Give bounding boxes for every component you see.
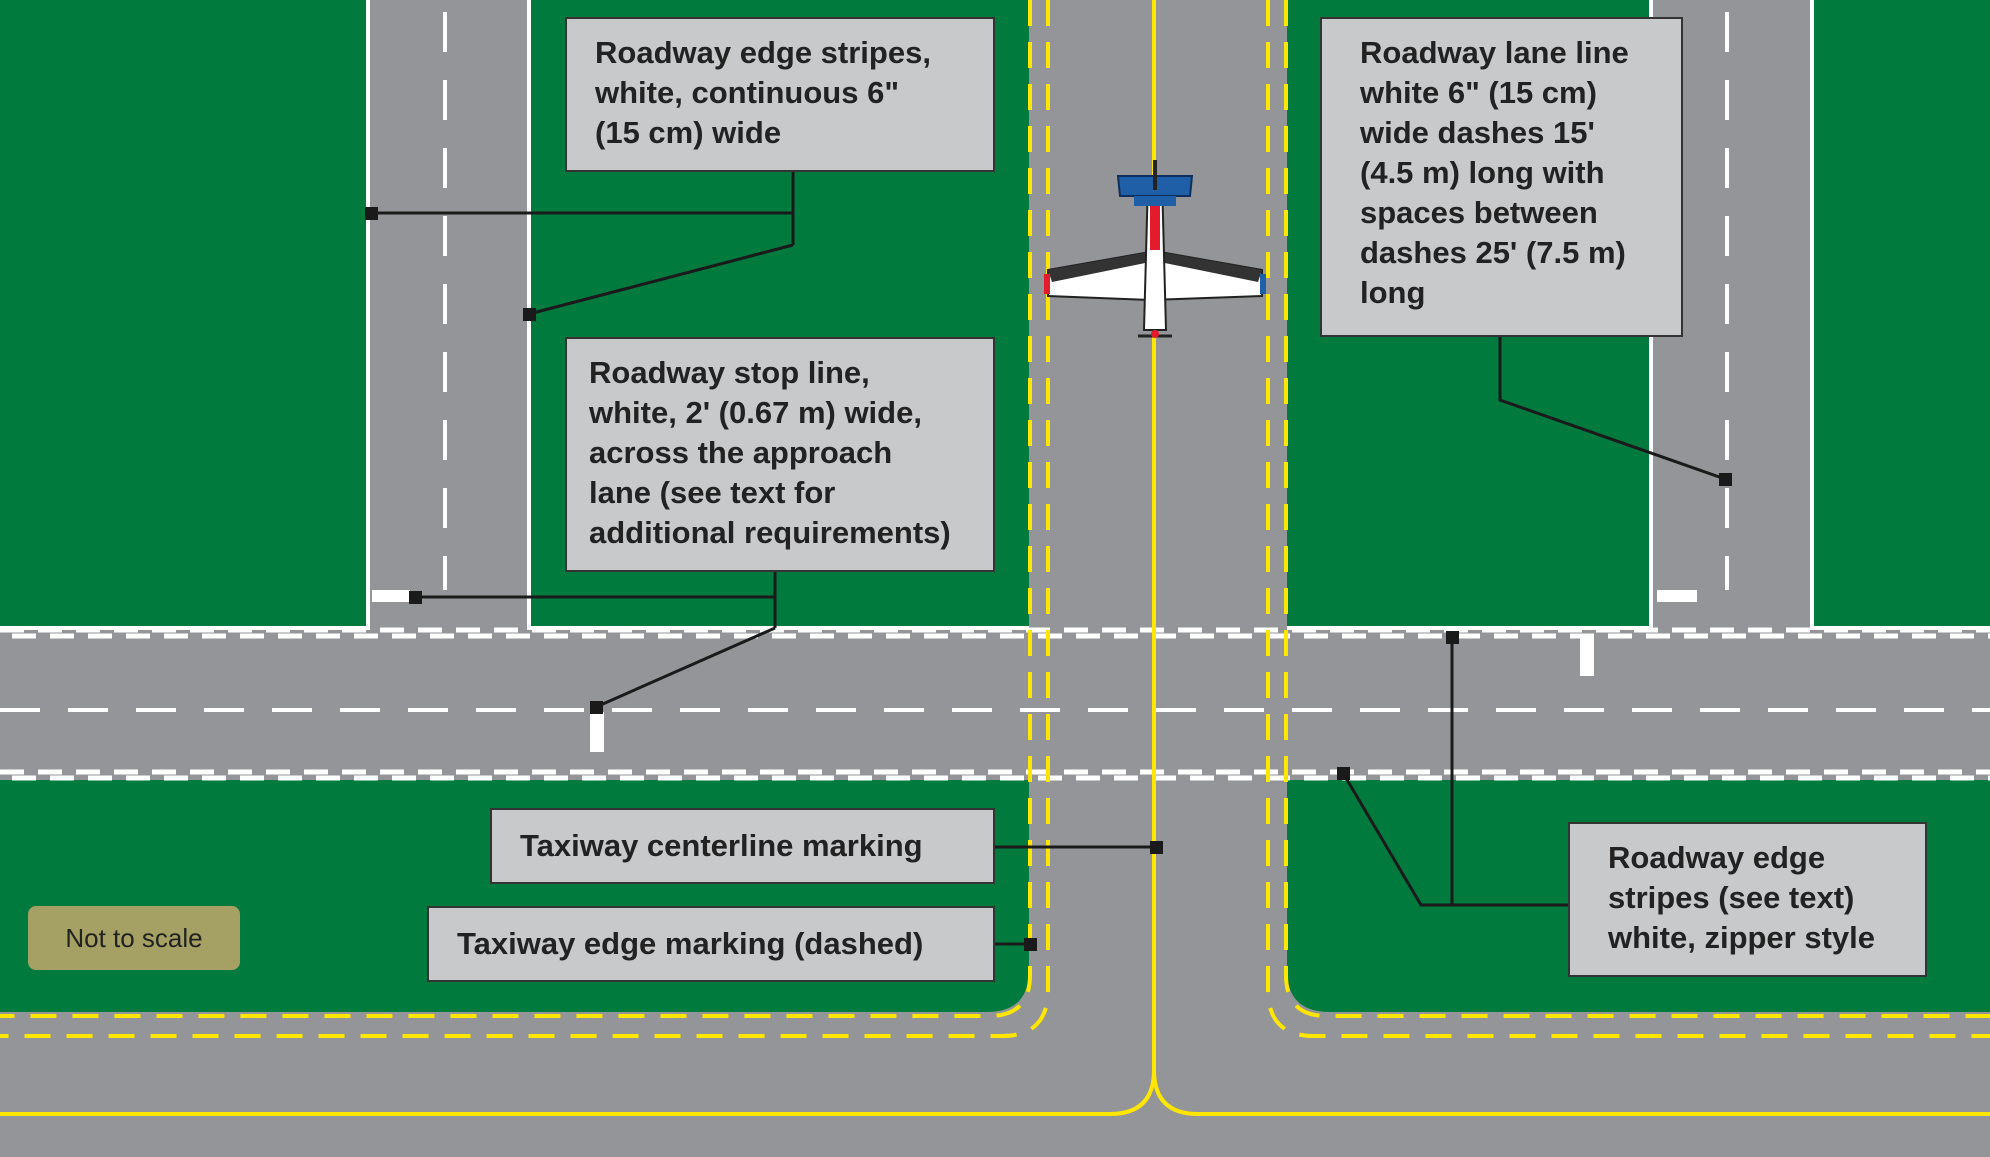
callout-line: white, zipper style [1608,920,1876,955]
callout-line: white 6" (15 cm) [1360,75,1597,110]
taxiway-edge-left-inner [0,0,1032,1018]
taxiway-centerline [0,0,1990,1116]
callout-line: Roadway edge stripes, [595,35,931,70]
endpoint-marker [1150,841,1163,854]
callout-line: spaces between [1360,195,1598,230]
callout-line: Roadway stop line, [589,355,870,390]
callout-line: stripes (see text) [1608,880,1855,915]
endpoint-marker [1024,938,1037,951]
callout-line: white, continuous 6" [595,75,900,110]
callout-roadway-edge-stripes: Roadway edge stripes, white, continuous … [565,17,995,172]
centerline-to-right [1152,1069,1990,1116]
callout-line: Roadway lane line [1360,35,1629,70]
callout-taxiway-edge: Taxiway edge marking (dashed) [427,906,995,982]
stop-line-cross-road-right [1580,636,1594,676]
callout-line: Taxiway edge marking (dashed) [457,926,924,961]
callout-line: Taxiway centerline marking [520,828,923,863]
callout-line: (4.5 m) long with [1360,155,1605,190]
endpoint-marker [409,591,422,604]
callout-line: long [1360,275,1426,310]
endpoint-marker [523,308,536,321]
airplane-top-view-icon [1044,160,1266,338]
callout-line: dashes 25' (7.5 m) [1360,235,1626,270]
grass-top-left [0,0,368,630]
endpoint-marker [1337,767,1350,780]
leader-stop-line [415,571,777,709]
edge-stripe-center [527,0,1029,630]
callout-line: additional requirements) [589,515,951,550]
endpoint-marker [590,701,603,714]
callout-roadway-edge-zipper: Roadway edge stripes (see text) white, z… [1568,822,1927,977]
taxiway-edge-right-outer [1266,0,1990,1038]
callout-line: white, 2' (0.67 m) wide, [589,395,922,430]
grass-top-right [1812,0,1990,630]
callout-line: lane (see text for [589,475,836,510]
endpoint-marker [1446,631,1459,644]
endpoint-marker [1719,473,1732,486]
stop-lines [372,590,1697,752]
taxiway-edge-right-inner [1284,0,1990,1018]
callout-taxiway-centerline: Taxiway centerline marking [490,808,995,884]
leader-zipper-stripes [1341,637,1569,907]
leader-edge-stripes [371,171,795,316]
leader-endpoints [365,207,1732,951]
stop-line-right-road [1657,590,1697,602]
stop-line-left-road [372,590,410,602]
callout-roadway-lane-line: Roadway lane line white 6" (15 cm) wide … [1320,17,1683,337]
callout-roadway-stop-line: Roadway stop line, white, 2' (0.67 m) wi… [565,337,995,572]
callout-line: (15 cm) wide [595,115,782,150]
roadway-lane-lines [0,12,1990,712]
callout-line: across the approach [589,435,893,470]
zipper-edge-stripes [0,627,1990,781]
edge-stripe-right-b [1810,0,1990,630]
taxiway-edge-markings [0,0,1990,1038]
leader-lines [371,171,1726,946]
not-to-scale-badge: Not to scale [28,906,240,970]
taxiway-edge-left-outer [0,0,1050,1038]
endpoint-marker [365,207,378,220]
stop-line-cross-road-left [590,712,604,752]
callout-line: Roadway edge [1608,840,1826,875]
callout-line: wide dashes 15' [1360,115,1595,150]
leader-lane-line [1498,336,1726,481]
